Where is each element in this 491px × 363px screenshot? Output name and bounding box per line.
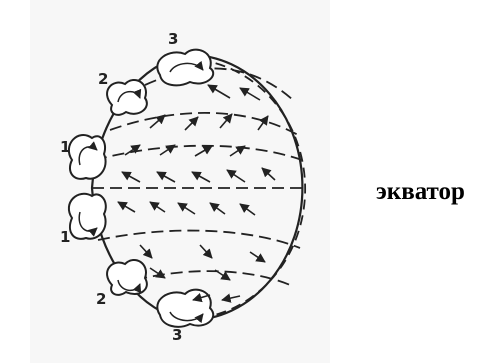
wind-arrow	[222, 296, 240, 300]
label-north-2: 2	[98, 72, 108, 87]
boundary-north-2	[110, 113, 298, 135]
wind-arrow	[258, 116, 268, 130]
label-south-2: 2	[96, 292, 106, 307]
cloud-north-3	[157, 50, 213, 86]
wind-arrow	[150, 268, 165, 278]
wind-arrow	[227, 170, 245, 182]
wind-arrow	[122, 172, 140, 182]
wind-arrow	[118, 202, 135, 212]
label-north-1: 1	[60, 140, 70, 155]
wind-arrow	[185, 117, 198, 130]
wind-arrow	[157, 172, 175, 182]
boundary-south-1	[98, 231, 300, 248]
wind-arrow	[262, 168, 275, 180]
wind-arrow	[200, 245, 212, 258]
wind-arrow	[192, 172, 210, 182]
label-north-3: 3	[168, 32, 178, 47]
wind-arrow	[125, 145, 140, 155]
wind-arrow	[195, 146, 212, 156]
wind-arrow	[150, 202, 165, 212]
label-south-1: 1	[60, 230, 70, 245]
cloud-north-1	[69, 135, 106, 179]
wind-arrow	[240, 204, 255, 215]
wind-arrow	[208, 85, 230, 98]
wind-arrow	[230, 146, 245, 156]
wind-arrow	[220, 114, 232, 128]
cloud-south-1	[69, 194, 106, 239]
wind-arrow	[178, 203, 195, 214]
boundary-north-1	[95, 146, 302, 160]
wind-arrow	[240, 88, 260, 100]
wind-arrow	[140, 245, 152, 258]
cloud-north-2	[107, 80, 147, 115]
equator-label: экватор	[376, 178, 465, 206]
label-south-3: 3	[172, 328, 182, 343]
wind-arrow	[150, 115, 165, 128]
wind-arrow	[250, 252, 265, 262]
wind-arrow	[210, 203, 225, 214]
outer-dashed-boundary	[200, 60, 305, 318]
